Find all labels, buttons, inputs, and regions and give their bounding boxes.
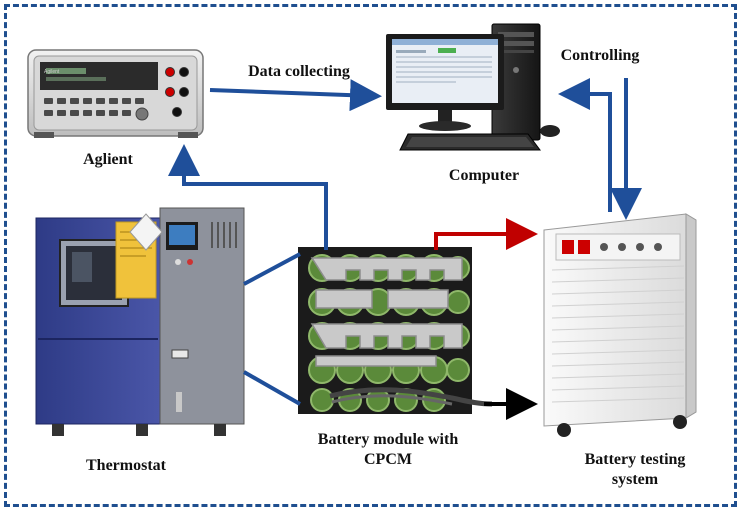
label-aglient: Aglient — [83, 151, 133, 168]
label-battery-testing-line1: Battery testing — [584, 451, 686, 468]
connector-red-power-arrow — [434, 218, 538, 250]
connector-controlling-arrows — [558, 78, 642, 220]
connector-module-to-aglient-arrow — [168, 144, 328, 250]
connector-thermostat-to-module-lines — [243, 252, 301, 406]
label-data-collecting: Data collecting — [248, 63, 350, 80]
thermostat-device — [35, 207, 245, 436]
label-thermostat: Thermostat — [86, 457, 166, 474]
battery-module-device — [298, 247, 493, 414]
multimeter-device: Agilent — [27, 49, 204, 138]
label-controlling: Controlling — [560, 47, 640, 64]
computer-device — [386, 23, 560, 151]
label-computer: Computer — [448, 167, 520, 184]
svg-text:Agilent: Agilent — [44, 69, 60, 75]
dashed-border-frame — [4, 4, 737, 507]
battery-testing-cabinet — [543, 213, 697, 437]
label-battery-testing-line2: system — [611, 471, 659, 488]
label-battery-module-line1: Battery module with — [317, 431, 459, 448]
label-battery-module-line2: CPCM — [364, 451, 412, 468]
connector-data-collecting-arrow — [209, 79, 382, 112]
